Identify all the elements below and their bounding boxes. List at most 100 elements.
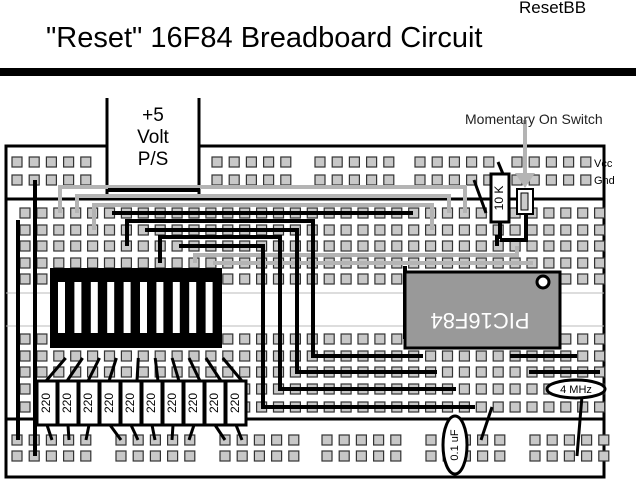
led-segment	[74, 282, 82, 333]
breadboard-hole	[236, 434, 248, 446]
breadboard-hole	[86, 257, 99, 269]
resistor-label: 220	[39, 393, 53, 413]
breadboard-hole	[132, 434, 144, 446]
breadboard-hole	[374, 333, 386, 345]
led-segment	[58, 282, 65, 333]
resistor-lead-bottom	[84, 424, 91, 441]
breadboard-hole	[545, 156, 558, 168]
breadboard-hole	[19, 257, 31, 269]
breadboard-hole	[383, 156, 395, 168]
breadboard-hole	[373, 450, 385, 462]
breadboard-hole	[577, 207, 589, 219]
breadboard-hole	[245, 156, 257, 168]
capacitor-lead	[479, 406, 494, 441]
pullup-wire	[472, 179, 488, 214]
breadboard-hole	[154, 366, 166, 378]
breadboard-hole	[598, 434, 610, 446]
breadboard-hole	[338, 434, 350, 446]
resistor-lead-top	[44, 357, 67, 382]
breadboard-hole	[314, 174, 326, 186]
led-segment	[107, 282, 115, 333]
breadboard-hole	[263, 156, 275, 168]
breadboard-hole	[239, 273, 251, 285]
breadboard-hole	[239, 350, 251, 362]
breadboard-hole	[391, 224, 403, 236]
breadboard-hole	[36, 240, 48, 252]
breadboard-hole	[391, 240, 403, 252]
breadboard-hole	[593, 207, 606, 219]
breadboard-hole	[45, 174, 58, 186]
breadboard-hole	[219, 450, 231, 462]
breadboard-hole	[103, 257, 116, 269]
breadboard-hole	[323, 240, 335, 252]
resistor-lead-bottom	[187, 424, 196, 441]
breadboard-hole	[483, 156, 495, 168]
breadboard-hole	[340, 333, 352, 345]
resistor-lead-bottom	[45, 424, 54, 441]
breadboard-hole	[543, 257, 555, 269]
breadboard-hole	[593, 240, 606, 252]
breadboard-hole	[120, 257, 133, 269]
breadboard-hole	[357, 224, 369, 236]
capacitor-body	[441, 414, 469, 476]
breadboard-hole	[526, 401, 538, 413]
breadboard-hole	[19, 401, 31, 413]
resistor-lead-bottom	[66, 424, 71, 441]
breadboard-hole	[475, 240, 487, 252]
breadboard-hole	[373, 434, 385, 446]
breadboard-hole	[546, 434, 558, 446]
breadboard-hole	[425, 240, 437, 252]
breadboard-hole	[528, 156, 540, 168]
breadboard-hole	[466, 156, 478, 168]
breadboard-hole	[357, 273, 369, 285]
breadboard-hole	[70, 224, 82, 236]
breadboard-hole	[36, 333, 48, 345]
breadboard-hole	[228, 174, 240, 186]
resistor-lead-top	[107, 357, 118, 382]
breadboard-hole	[475, 383, 487, 395]
breadboard-hole	[593, 257, 606, 269]
breadboard-hole	[70, 257, 82, 269]
breadboard-hole	[236, 450, 248, 462]
breadboard-hole	[355, 434, 367, 446]
page-title: "Reset" 16F84 Breadboard Circuit	[46, 22, 483, 54]
breadboard-hole	[475, 401, 487, 413]
breadboard-hole	[458, 240, 470, 252]
breadboard-hole	[314, 156, 326, 168]
breadboard-hole	[53, 257, 65, 269]
breadboard-hole	[222, 350, 234, 362]
crystal-lead	[575, 395, 584, 457]
breadboard-hole	[577, 273, 589, 285]
resistor-lead-top	[65, 357, 84, 382]
breadboard-hole	[545, 174, 558, 186]
breadboard-hole	[391, 273, 403, 285]
breadboard-hole	[80, 174, 92, 186]
resistor-lead-bottom	[108, 424, 123, 441]
breadboard-hole	[475, 366, 487, 378]
breadboard-hole	[280, 156, 292, 168]
breadboard-hole	[245, 174, 257, 186]
breadboard-hole	[36, 366, 48, 378]
momentary-switch: Momentary On Switch	[465, 111, 603, 215]
resistor-label: 220	[228, 393, 242, 413]
breadboard-hole	[448, 156, 460, 168]
breadboard-hole	[19, 366, 31, 378]
breadboard-hole	[458, 383, 470, 395]
breadboard-hole	[36, 224, 48, 236]
breadboard-hole	[577, 240, 589, 252]
led-segment	[156, 282, 164, 333]
breadboard-hole	[80, 156, 92, 168]
breadboard-hole	[492, 401, 504, 413]
breadboard-hole	[253, 434, 265, 446]
resistor-lead-bottom	[150, 424, 157, 441]
breadboard-hole	[593, 401, 606, 413]
breadboard-hole	[323, 273, 335, 285]
breadboard-hole	[348, 156, 360, 168]
power-supply-box	[107, 98, 199, 198]
breadboard-hole	[205, 350, 217, 362]
breadboard-hole	[62, 174, 75, 186]
breadboard-hole	[239, 366, 251, 378]
breadboard-hole	[253, 450, 265, 462]
